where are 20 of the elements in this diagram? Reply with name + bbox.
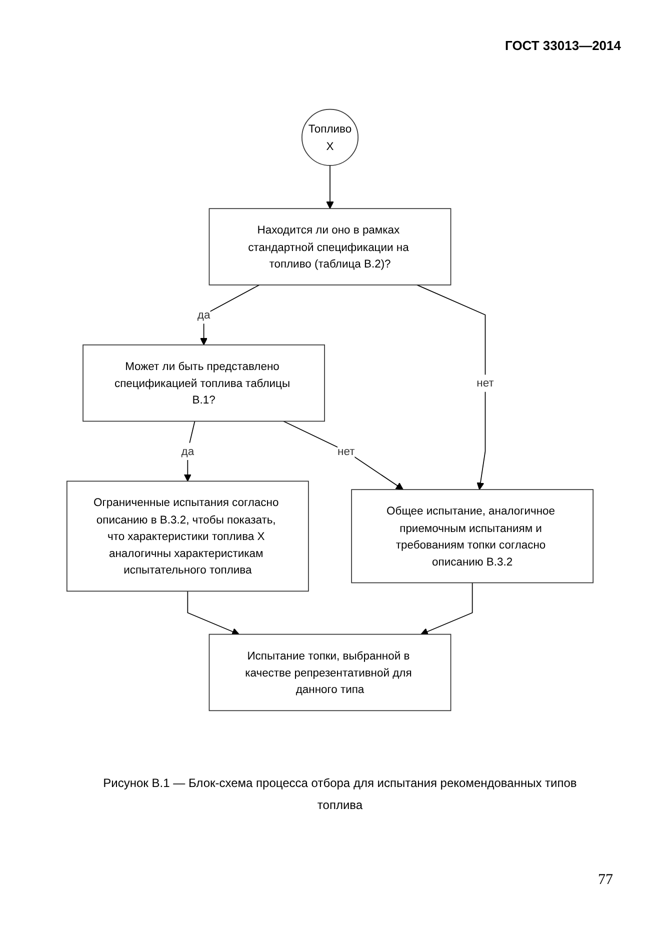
node-box: Ограниченные испытания согласно описанию в В.3.2, чтобы показать, что характеристики топлива X аналогичны характеристикам испытательного топлива	[66, 480, 309, 592]
arrow	[283, 420, 404, 490]
node-box: Общее испытание, аналогичное приемочным испытаниям и требованиям топки согласно описанию В.3.2	[351, 489, 594, 584]
arrow	[200, 284, 260, 346]
node-box: Может ли быть представлено спецификацией топлива таблицы В.1?	[82, 344, 325, 422]
edge-label: нет	[476, 376, 494, 390]
document-number: ГОСТ 33013—2014	[505, 38, 621, 53]
node-circle: Топливо X	[302, 108, 358, 166]
figure-caption: Рисунок В.1 — Блок-схема процесса отбора для испытания рекомендованных типов топлива	[102, 775, 578, 814]
arrow	[326, 165, 334, 209]
page-number: 77	[598, 872, 613, 889]
edge-label: да	[181, 444, 194, 458]
node-box: Испытание топки, выбранной в качестве репрезентативной для данного типа	[208, 634, 452, 712]
edge-label: да	[197, 308, 210, 322]
arrow	[420, 582, 473, 636]
edge-label: нет	[338, 444, 355, 458]
arrow	[184, 420, 196, 482]
arrow	[187, 590, 240, 636]
node-box: Находится ли оно в рамках стандартной спецификации на топливо (таблица В.2)?	[208, 208, 452, 286]
arrow	[416, 284, 486, 490]
